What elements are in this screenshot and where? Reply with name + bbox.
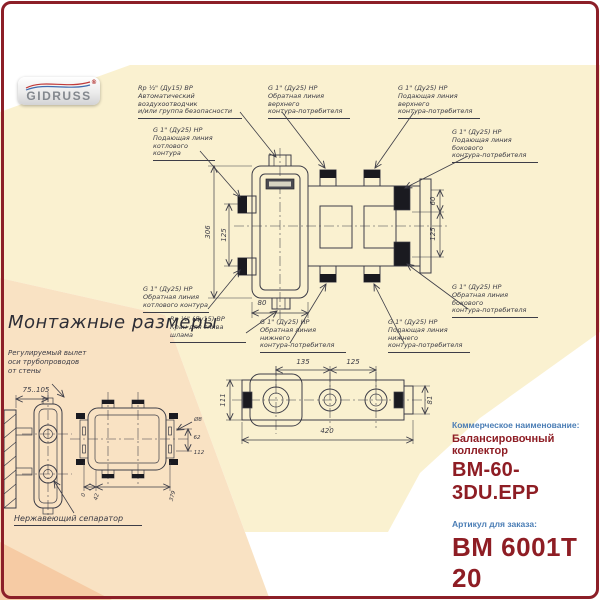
logo-text: GIDRUSS: [26, 89, 92, 103]
sku-label: Артикул для заказа:: [452, 519, 537, 529]
dim-side-port-offset: 60: [429, 196, 437, 206]
dim-bracket-112: 112: [193, 450, 205, 456]
mounting-side-view: [3, 383, 75, 520]
wall-section: [3, 409, 17, 509]
dim-side-port-spacing: 125: [429, 227, 437, 241]
separator-material-label: Нержавеющий сепаратор: [14, 514, 142, 526]
lower-circuit-port-1: [320, 274, 336, 282]
callout-leader-lines: [199, 111, 469, 344]
product-info-panel: Коммерческое наименование: Балансировочн…: [452, 420, 598, 594]
mounting-bracket-right: [165, 419, 175, 459]
registered-mark: ®: [91, 79, 97, 86]
dim-separator-height: 306: [204, 225, 212, 239]
mounting-note: Регулируемый вылет оси трубопроводов от …: [8, 349, 87, 375]
air-vent-port: [268, 154, 292, 167]
product-sku: BM 6001T 20: [452, 532, 578, 593]
dim-bracket-hole: Ø8: [194, 417, 202, 423]
commercial-name: Балансировочный коллектор: [452, 433, 555, 457]
gidruss-logo: GIDRUSS ®: [18, 77, 100, 105]
callout-upper-supply: G 1" (Ду25) НР Подающая линия верхнего к…: [398, 84, 480, 120]
product-model: BM-60-3DU.EPP: [452, 459, 539, 504]
callout-boiler-return: G 1" (Ду25) НР Обратная линия котлового …: [143, 285, 209, 313]
dim-front-span1: 135: [296, 358, 310, 366]
upper-circuit-port-2: [364, 170, 380, 178]
lower-circuit-port-2: [364, 274, 380, 282]
callout-lower-return: G 1" (Ду25) НР Обратная линия нижнего ко…: [260, 318, 346, 354]
top-view-drawing: [208, 148, 448, 320]
callout-drain-valve: Rp ½" (Ду15) ВР Кран для слива шлама: [170, 315, 246, 343]
wall-bracket: [15, 427, 33, 436]
dim-front-total-width: 420: [320, 427, 334, 435]
callout-boiler-supply: G 1" (Ду25) НР Подающая линия котлового …: [153, 126, 215, 162]
dim-separator-depth: 80: [257, 299, 267, 307]
boiler-supply-port: [238, 196, 247, 213]
mounting-section-title: Монтажные размеры: [8, 312, 218, 333]
callout-spec: Rp ½" (Ду15) ВР: [138, 84, 193, 92]
callout-upper-return: G 1" (Ду25) НР Обратная линия верхнего к…: [268, 84, 350, 120]
dim-front-height-left: 111: [219, 393, 227, 407]
dim-wall-offset: 75..105: [22, 386, 50, 394]
callout-side-return: G 1" (Ду25) НР Обратная линия бокового к…: [452, 283, 538, 319]
logo-waves-icon: [25, 81, 91, 91]
commercial-name-label: Коммерческое наименование:: [452, 420, 580, 430]
callout-lower-supply: G 1" (Ду25) НР Подающая линия нижнего ко…: [388, 318, 470, 354]
front-view-drawing: [226, 366, 430, 444]
mounting-bracket-left: [79, 419, 89, 459]
mounting-top-view: [70, 392, 193, 491]
upper-circuit-port-1: [320, 170, 336, 178]
dim-boiler-port-spacing: 125: [220, 228, 228, 242]
dim-front-height-right: 81: [426, 395, 434, 405]
callout-side-supply: G 1" (Ду25) НР Подающая линия бокового к…: [452, 128, 538, 164]
boiler-return-port: [238, 258, 247, 275]
drain-port: [271, 297, 291, 310]
side-circuit-supply-port: [393, 185, 411, 211]
dim-bracket-62: 62: [193, 435, 201, 441]
dim-front-span2: 125: [346, 358, 360, 366]
side-circuit-return-port: [393, 241, 411, 267]
callout-air-vent: Rp ½" (Ду15) ВР Автоматический воздухоот…: [138, 84, 242, 120]
